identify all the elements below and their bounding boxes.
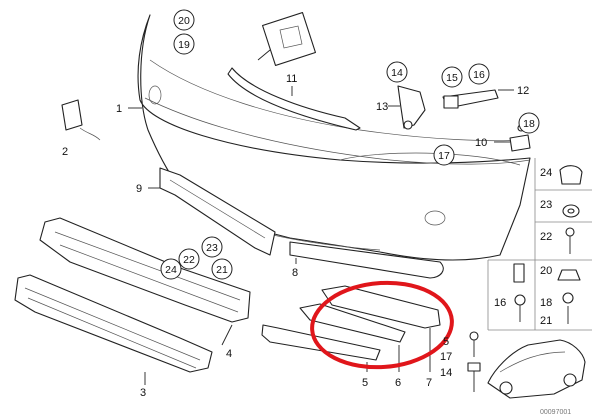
lower-trim-strip[interactable] (289, 241, 444, 279)
callout-14: 14 (440, 367, 452, 379)
sensor-holder[interactable] (442, 89, 499, 109)
tow-eye-cover[interactable] (61, 99, 101, 141)
bubble-18: 18 (518, 112, 540, 134)
bubble-16: 16 (468, 63, 490, 85)
bolt-14 (467, 362, 481, 392)
svg-text:23: 23 (206, 242, 218, 254)
bubble-23: 23 (201, 236, 223, 258)
trim-strip[interactable] (227, 49, 361, 131)
callout-11: 11 (286, 73, 297, 85)
callout-5: 5 (362, 377, 368, 389)
panel-label-24: 24 (540, 167, 552, 179)
svg-text:24: 24 (165, 264, 177, 276)
svg-text:15: 15 (446, 72, 458, 84)
svg-text:20: 20 (178, 15, 190, 27)
washer-23 (562, 204, 580, 218)
left-deflector[interactable] (261, 324, 381, 361)
center-support-carrier[interactable] (159, 167, 276, 256)
callout-16: 16 (494, 297, 506, 309)
lower-bumper-support[interactable] (14, 274, 213, 373)
callout-17: 17 (440, 351, 452, 363)
callout-13: 13 (376, 101, 388, 113)
clip-19 (513, 263, 525, 283)
callout-8: 8 (292, 267, 298, 279)
hardware-panel (487, 158, 592, 331)
vehicle-position-thumbnail (487, 339, 586, 399)
drawing-number: 00097001 (540, 409, 571, 416)
callout-4: 4 (226, 348, 232, 360)
bubble-24: 24 (160, 258, 182, 280)
screw-22 (565, 227, 575, 254)
callout-9: 9 (136, 183, 142, 195)
callout-5b: 5 (443, 336, 449, 348)
bubble-19: 19 (173, 33, 195, 55)
callout-10: 10 (475, 137, 487, 149)
callout-3: 3 (140, 387, 146, 399)
sensor-bracket[interactable] (397, 85, 426, 130)
nut-20 (557, 269, 581, 281)
highlight-circle (310, 280, 454, 370)
grille-insert[interactable] (39, 217, 251, 323)
bubble-21: 21 (211, 258, 233, 280)
air-duct[interactable] (299, 303, 406, 343)
bubble-22: 22 (178, 248, 200, 270)
callout-2: 2 (62, 146, 68, 158)
svg-text:17: 17 (438, 150, 450, 162)
svg-text:21: 21 (216, 264, 228, 276)
expanding-rivet (469, 331, 479, 357)
nut-18 (562, 292, 574, 304)
bumper-cover[interactable] (137, 14, 531, 261)
right-air-guide[interactable] (321, 285, 441, 329)
bubble-20: 20 (173, 9, 195, 31)
panel-label-23: 23 (540, 199, 552, 211)
bubble-14: 14 (386, 61, 408, 83)
callout-12: 12 (517, 85, 529, 97)
svg-text:22: 22 (183, 254, 195, 266)
callout-18: 18 (540, 297, 552, 309)
strip-clip-detail (261, 11, 317, 67)
svg-text:16: 16 (473, 69, 485, 81)
screw-16 (514, 294, 526, 322)
callout-21: 21 (540, 315, 552, 327)
panel-label-20: 20 (540, 265, 552, 277)
svg-text:14: 14 (391, 67, 403, 79)
callout-22: 22 (540, 231, 552, 243)
svg-text:18: 18 (523, 118, 535, 130)
svg-text:19: 19 (178, 39, 190, 51)
plug-24 (559, 165, 583, 185)
bubble-15: 15 (441, 66, 463, 88)
callout-6: 6 (395, 377, 401, 389)
bubble-17: 17 (433, 144, 455, 166)
callout-1: 1 (116, 103, 122, 115)
callout-7: 7 (426, 377, 432, 389)
